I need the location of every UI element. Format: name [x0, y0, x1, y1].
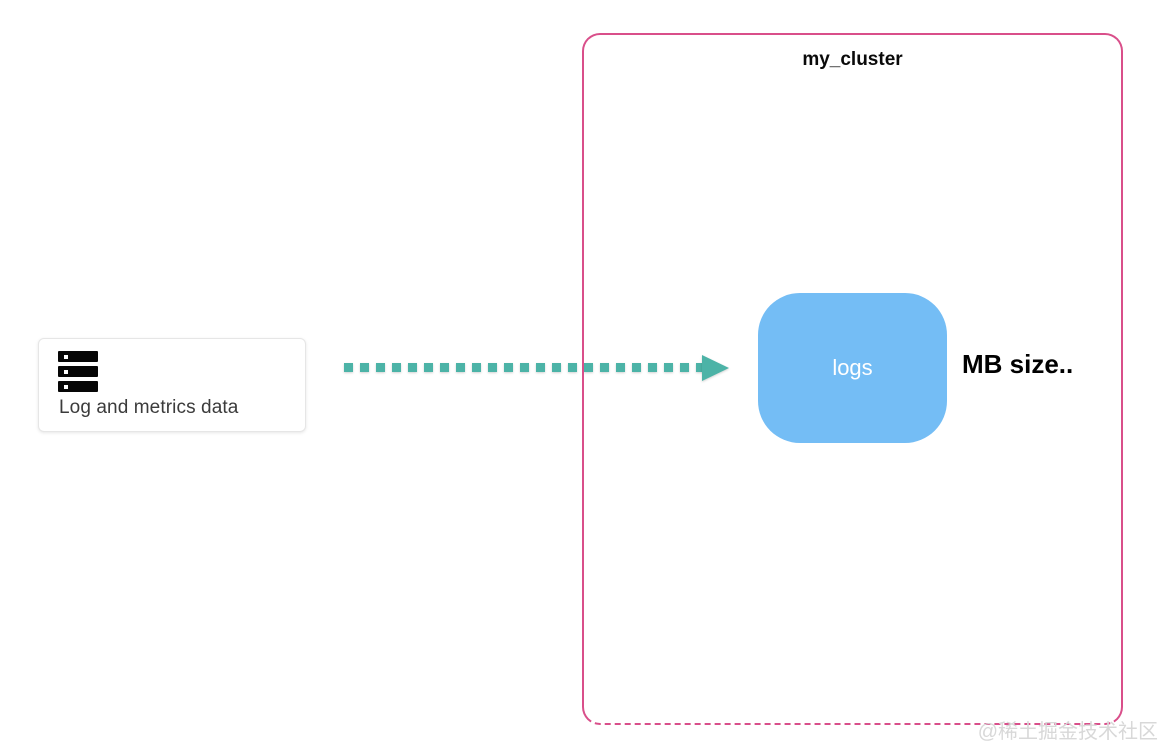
cluster-title: my_cluster — [802, 49, 903, 70]
source-data-label: Log and metrics data — [59, 397, 239, 418]
server-stack-icon — [58, 350, 98, 394]
dotted-arrow-right-icon — [340, 352, 736, 384]
size-annotation: MB size.. — [962, 349, 1074, 379]
cluster-boundary: my_cluster — [582, 33, 1123, 725]
server-bar-bottom — [58, 381, 98, 392]
server-bar-middle — [58, 366, 98, 377]
server-led-bottom — [64, 385, 68, 389]
node-logs-label: logs — [832, 355, 873, 380]
watermark: @稀土掘金技术社区 — [977, 721, 1158, 743]
arrow-head-triangle — [702, 355, 729, 381]
server-led-top — [64, 355, 68, 359]
arrow-dotted-line — [344, 363, 704, 372]
node-logs[interactable]: logs — [758, 293, 947, 443]
server-bar-top — [58, 351, 98, 362]
source-data-card[interactable]: Log and metrics data — [38, 338, 306, 432]
server-led-middle — [64, 370, 68, 374]
